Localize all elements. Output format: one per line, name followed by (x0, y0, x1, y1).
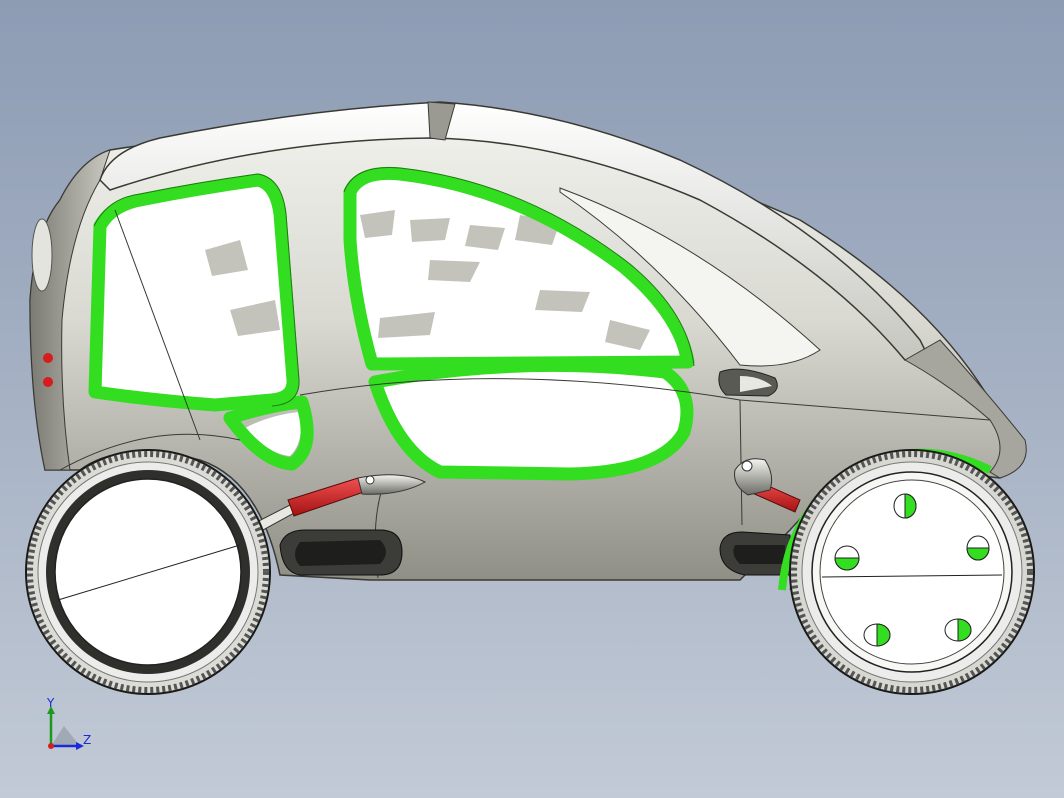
axis-triad: Y Z (40, 696, 100, 754)
door-lower-frame (368, 358, 694, 481)
rear-window-glass (95, 182, 290, 402)
hub-lugs (834, 493, 990, 647)
side-window-frame (343, 166, 695, 371)
triad-graphic (47, 706, 84, 750)
door-lower-glass (380, 369, 683, 470)
rear-light (31, 218, 53, 292)
z-axis-label: Z (83, 733, 92, 747)
y-axis-label: Y (47, 696, 55, 710)
front-nose (903, 339, 1027, 479)
small-pane-frame (223, 395, 314, 471)
roof-joint (427, 101, 456, 141)
front-wheel (789, 449, 1035, 695)
origin-point (48, 743, 54, 749)
rear-reflector-bottom (43, 377, 53, 387)
rear-wheel (25, 449, 271, 695)
interior-reflections (205, 210, 650, 350)
z-axis-arrow (76, 742, 84, 750)
front-suspension (734, 458, 801, 513)
frame-edge-lines (93, 167, 695, 407)
footrest-slots (279, 529, 791, 576)
y-axis-arrow (47, 706, 55, 714)
front-lamp (559, 187, 821, 367)
rear-reflector-top (43, 353, 53, 363)
rear-window-frame (88, 173, 300, 412)
green-frame-edges (88, 166, 695, 481)
small-rear-pane (245, 412, 301, 456)
mirror-face (740, 376, 772, 392)
